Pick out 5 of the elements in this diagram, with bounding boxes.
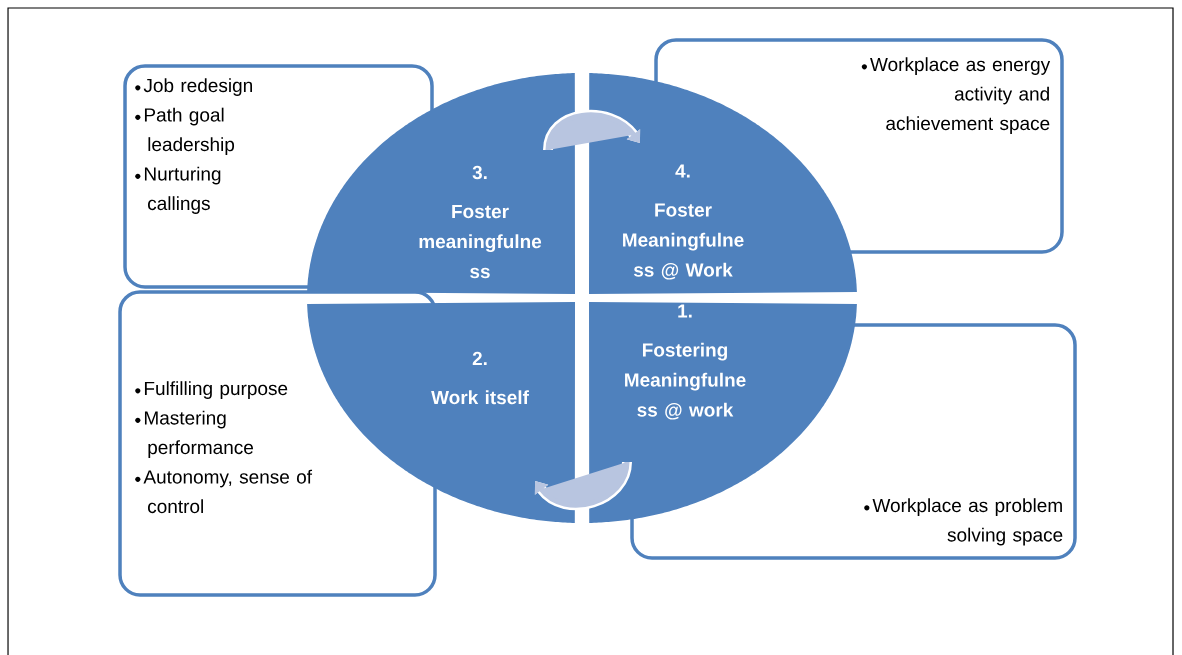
quadrant: 1. Fostering Meaningfulne ss @ work [589, 302, 857, 523]
curved-arrow [543, 109, 641, 153]
curved-arrow [534, 459, 632, 511]
quadrant: 4. Foster Meaningfulne ss @ Work [589, 73, 857, 294]
quadrant: 3. Foster meaningfulne ss [307, 73, 575, 294]
